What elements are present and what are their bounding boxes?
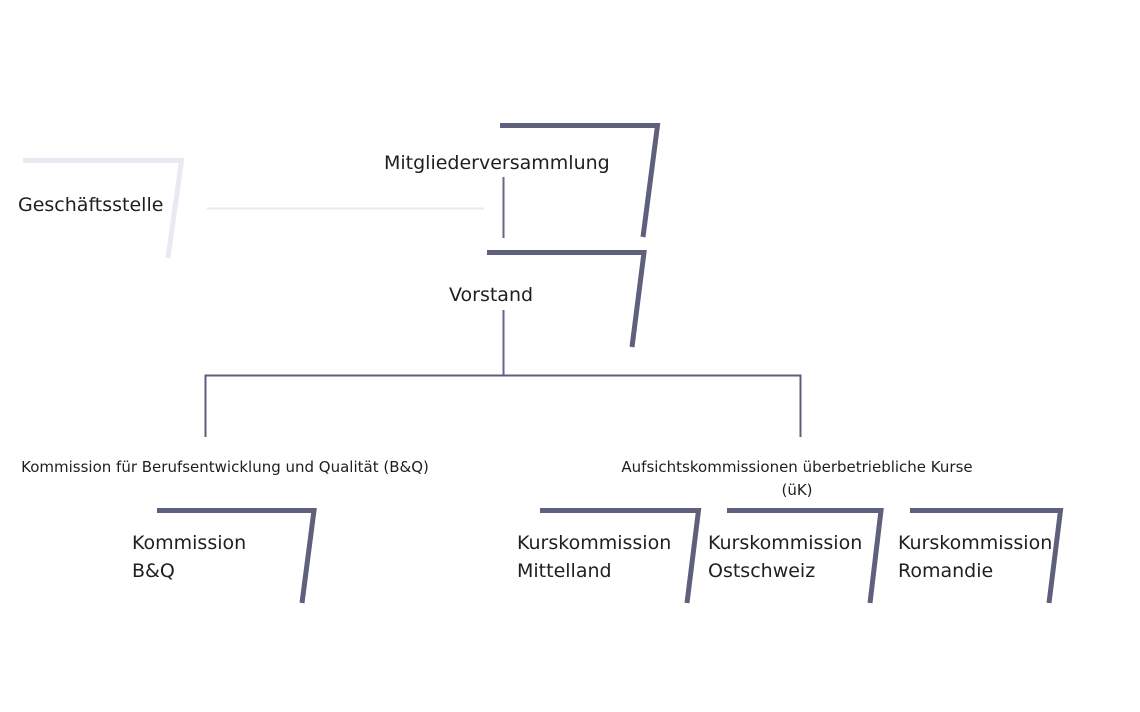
node-kurskommission-romandie: Kurskommission Romandie (898, 529, 1052, 585)
node-kommission-bq-line2: B&Q (132, 560, 175, 582)
bracket-mitgliederversammlung (500, 123, 661, 238)
node-kurskommission-mittelland-line1: Kurskommission (517, 532, 672, 554)
branch-label-aufsichtskommissionen-line1: Aufsichtskommissionen überbetriebliche K… (621, 458, 973, 476)
bracket-geschaeftsstelle (23, 158, 185, 259)
node-mitgliederversammlung: Mitgliederversammlung (384, 152, 610, 174)
node-kommission-bq: Kommission B&Q (132, 529, 246, 585)
node-geschaeftsstelle: Geschäftsstelle (18, 194, 164, 216)
bracket-kurskommission-ostschweiz (727, 508, 884, 604)
node-kurskommission-romandie-line2: Romandie (898, 560, 994, 582)
node-kurskommission-mittelland: Kurskommission Mittelland (517, 529, 671, 585)
bracket-kurskommission-romandie (910, 508, 1064, 604)
node-kurskommission-ostschweiz-line2: Ostschweiz (708, 560, 816, 582)
branch-label-berufsentwicklung: Kommission für Berufsentwicklung und Qua… (21, 458, 429, 476)
bracket-vorstand (487, 250, 647, 348)
bracket-kommission-bq (157, 508, 317, 604)
bracket-kurskommission-mittelland (540, 508, 702, 604)
node-kurskommission-romandie-line1: Kurskommission (898, 532, 1053, 554)
node-vorstand: Vorstand (449, 284, 534, 306)
node-kurskommission-ostschweiz-line1: Kurskommission (708, 532, 863, 554)
branch-label-aufsichtskommissionen-line2: (üK) (781, 481, 813, 499)
branch-label-aufsichtskommissionen: Aufsichtskommissionen überbetriebliche K… (597, 456, 997, 502)
node-kommission-bq-line1: Kommission (132, 532, 247, 554)
node-kurskommission-mittelland-line2: Mittelland (517, 560, 612, 582)
node-kurskommission-ostschweiz: Kurskommission Ostschweiz (708, 529, 862, 585)
connector-branch-tree (204, 374, 802, 437)
